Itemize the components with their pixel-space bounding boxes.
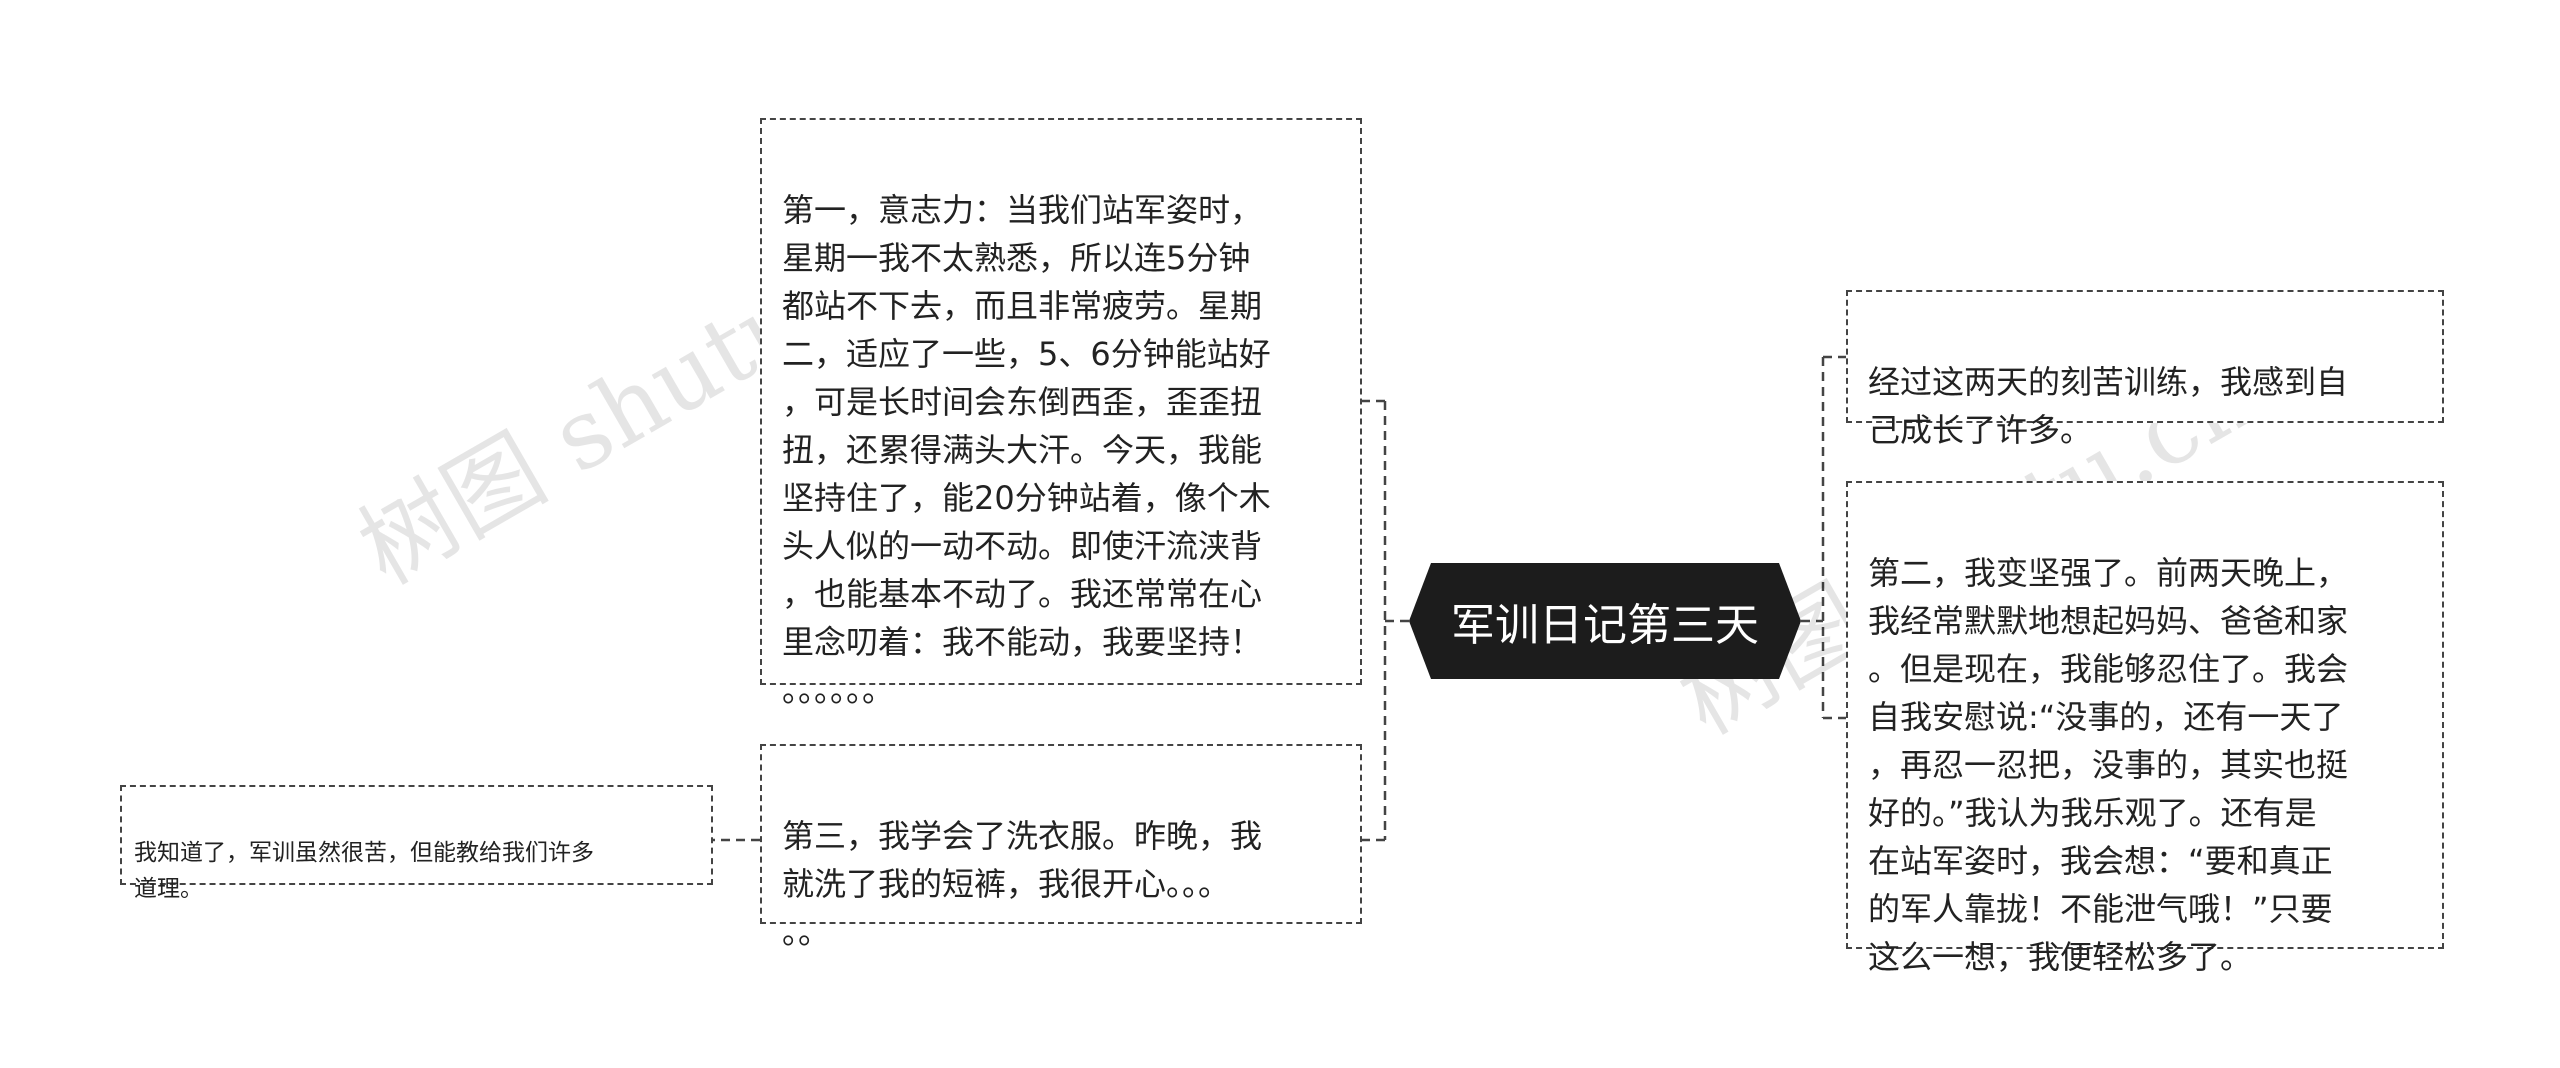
node-stronger[interactable]: 第二，我变坚强了。前两天晚上， 我经常默默地想起妈妈、爸爸和家 。但是现在，我能… bbox=[1846, 481, 2444, 976]
node-growth[interactable]: 经过这两天的刻苦训练，我感到自 己成长了许多。 bbox=[1846, 290, 2444, 449]
node-stronger-text: 第二，我变坚强了。前两天晚上， 我经常默默地想起妈妈、爸爸和家 。但是现在，我能… bbox=[1868, 554, 2349, 976]
node-willpower-text: 第一，意志力：当我们站军姿时， 星期一我不太熟悉，所以连5分钟 都站不下去，而且… bbox=[782, 191, 1271, 709]
node-lesson-text: 我知道了，军训虽然很苦，但能教给我们许多 道理。 bbox=[134, 840, 594, 902]
node-growth-text: 经过这两天的刻苦训练，我感到自 己成长了许多。 bbox=[1868, 363, 2349, 449]
root-node-shape bbox=[1409, 563, 1801, 679]
root-node[interactable]: 军训日记第三天 bbox=[1409, 563, 1801, 679]
node-laundry-text: 第三，我学会了洗衣服。昨晚，我 就洗了我的短裤，我很开心。。。 。。 bbox=[782, 817, 1263, 951]
node-lesson[interactable]: 我知道了，军训虽然很苦，但能教给我们许多 道理。 bbox=[120, 785, 713, 902]
root-node-label: 军训日记第三天 bbox=[1451, 600, 1759, 651]
node-laundry[interactable]: 第三，我学会了洗衣服。昨晚，我 就洗了我的短裤，我很开心。。。 。。 bbox=[760, 744, 1362, 951]
node-willpower[interactable]: 第一，意志力：当我们站军姿时， 星期一我不太熟悉，所以连5分钟 都站不下去，而且… bbox=[760, 118, 1362, 709]
